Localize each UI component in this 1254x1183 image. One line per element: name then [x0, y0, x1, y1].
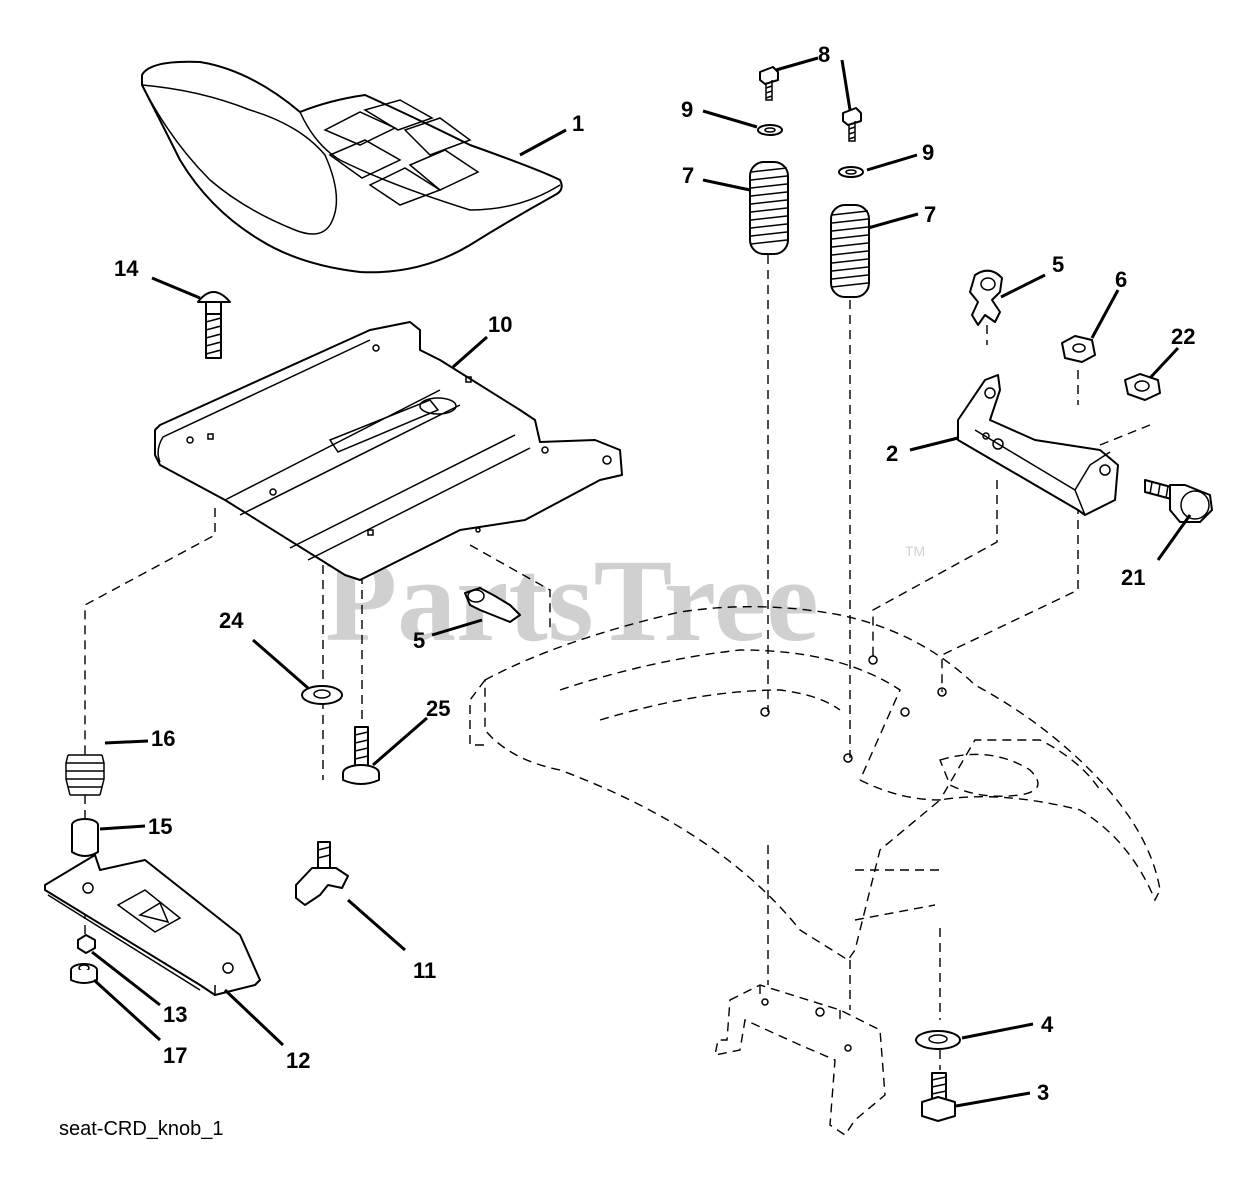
callout-13: 13 — [163, 1002, 187, 1027]
washer-24 — [301, 685, 343, 705]
callout-7-left: 7 — [682, 163, 694, 188]
callout-12: 12 — [286, 1048, 310, 1073]
fender-outline — [469, 605, 1161, 961]
seat-knob — [295, 841, 349, 906]
callout-6: 6 — [1115, 267, 1127, 292]
lock-nut — [1124, 373, 1161, 401]
callout-9-left: 9 — [681, 97, 693, 122]
leader-lines — [91, 56, 1192, 1108]
wire-clip-left — [464, 587, 521, 623]
callout-15: 15 — [148, 814, 172, 839]
callout-4: 4 — [1041, 1012, 1054, 1037]
callout-16: 16 — [151, 726, 175, 751]
callout-21: 21 — [1121, 565, 1145, 590]
diagram-caption: seat-CRD_knob_1 — [59, 1118, 224, 1140]
nut-small — [77, 934, 96, 954]
callout-14: 14 — [114, 256, 139, 281]
callout-2: 2 — [886, 441, 898, 466]
screws — [759, 66, 862, 142]
callout-5-right: 5 — [1052, 252, 1064, 277]
seat-pan — [154, 321, 623, 581]
callout-labels: 1 2 3 4 5 5 6 7 7 8 9 9 10 11 12 13 14 1… — [114, 42, 1195, 1105]
frame-bracket-outline — [714, 984, 886, 1136]
callout-17: 17 — [163, 1043, 187, 1068]
callout-10: 10 — [488, 312, 512, 337]
callout-5-left: 5 — [413, 628, 425, 653]
spring-small — [65, 754, 105, 796]
callout-25: 25 — [426, 696, 450, 721]
callout-11: 11 — [413, 958, 436, 983]
callout-3: 3 — [1037, 1080, 1049, 1105]
seat — [141, 60, 563, 274]
callout-7-right: 7 — [924, 202, 936, 227]
washer-4 — [915, 1030, 961, 1050]
wire-clip-right — [969, 269, 1003, 326]
watermark-trademark: TM — [905, 543, 925, 559]
springs-7 — [749, 161, 870, 298]
shoulder-bolt-21 — [1144, 479, 1213, 523]
flange-nut — [70, 963, 98, 984]
washers-9 — [757, 124, 864, 178]
spring-bracket — [957, 374, 1119, 516]
spacer — [71, 818, 99, 857]
carriage-bolt — [197, 291, 231, 359]
shoulder-bolt — [342, 726, 380, 785]
callout-9-right: 9 — [922, 140, 934, 165]
callout-1: 1 — [572, 111, 584, 136]
hex-bolt — [921, 1072, 956, 1122]
callout-24: 24 — [219, 608, 244, 633]
hex-nut — [1061, 335, 1096, 363]
knob-bracket — [44, 854, 261, 996]
callout-22: 22 — [1171, 324, 1195, 349]
callout-8: 8 — [818, 42, 830, 67]
